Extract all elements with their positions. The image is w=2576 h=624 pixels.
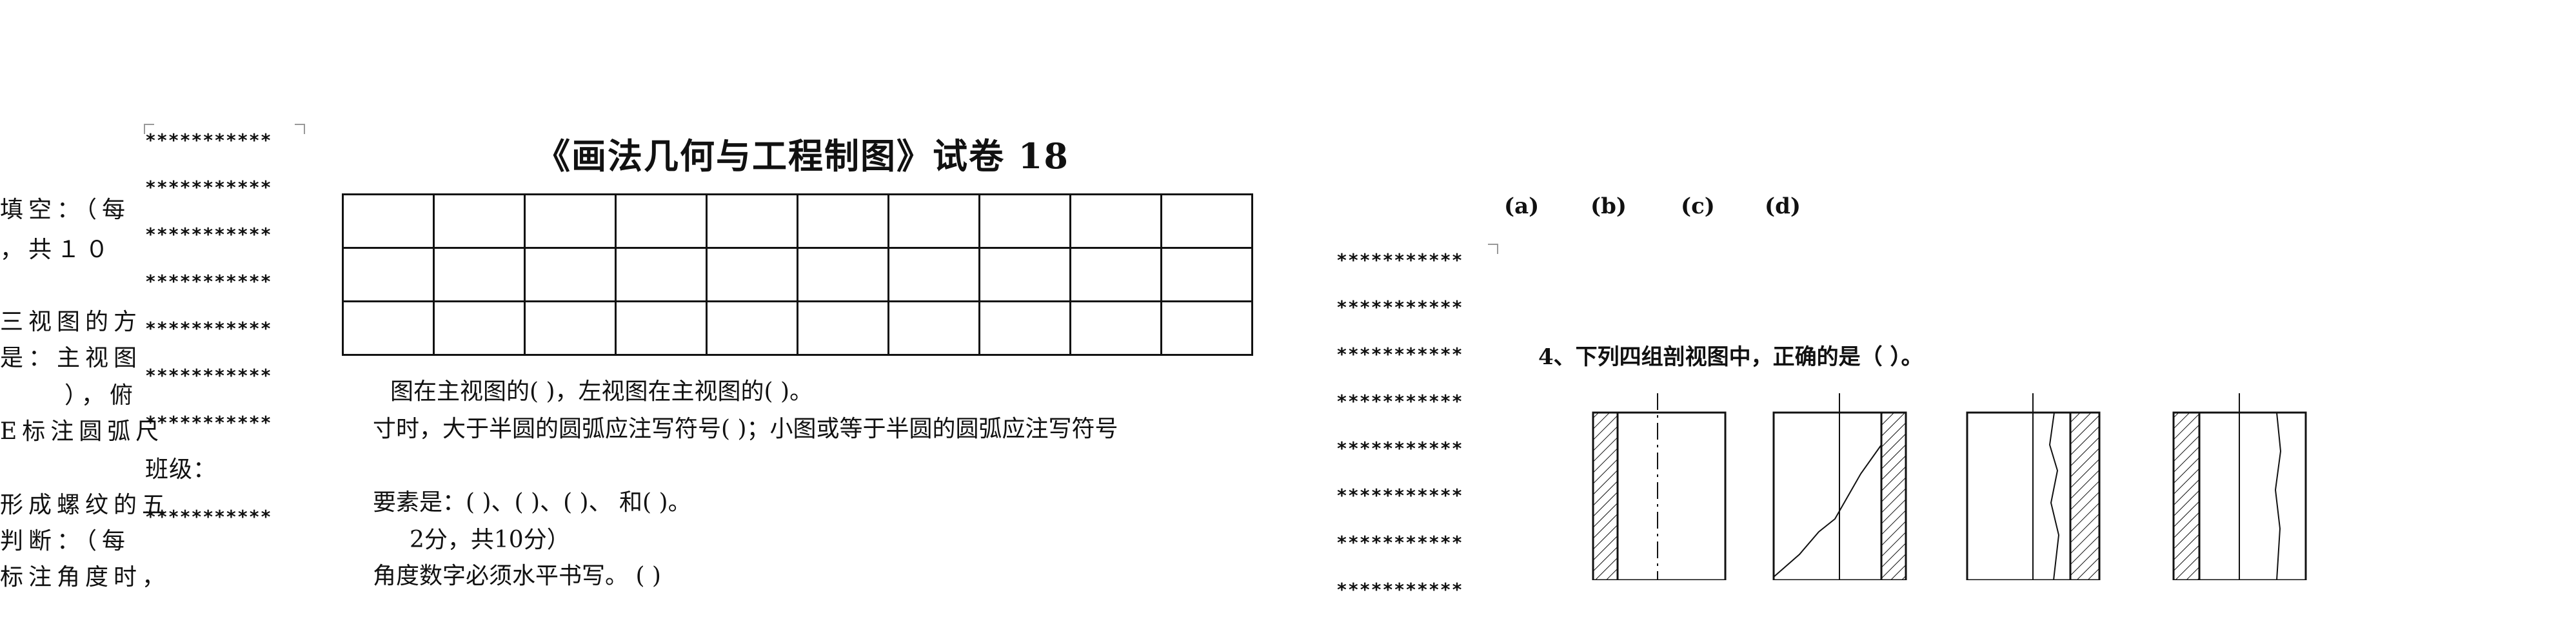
- question-line-4: 2分，共10分）: [410, 527, 570, 553]
- exam-title: 《画法几何与工程制图》试卷 18: [535, 135, 1069, 177]
- star-row: ***********: [1336, 532, 1463, 553]
- question-line-5: 角度数字必须水平书写。 ( ): [373, 563, 661, 589]
- score-cell[interactable]: [1069, 193, 1162, 249]
- binding-stars-right: *********** *********** *********** ****…: [1336, 244, 1498, 624]
- score-cell[interactable]: [524, 193, 617, 249]
- cutoff-line-3: 三视图的方: [0, 309, 143, 335]
- cutoff-line-7: 形成螺纹的五: [0, 492, 171, 518]
- star-row: ***********: [1336, 391, 1463, 412]
- star-row: ***********: [1336, 438, 1463, 459]
- corner-mark-right: [1488, 244, 1498, 254]
- star-row: ***********: [1336, 485, 1463, 506]
- score-cell[interactable]: [706, 247, 798, 302]
- score-cell[interactable]: [615, 193, 708, 249]
- score-cell[interactable]: [433, 193, 526, 249]
- section-figure-a[interactable]: [1592, 393, 1727, 580]
- cutoff-line-2: ，共１０: [0, 237, 114, 263]
- score-cell[interactable]: [887, 300, 980, 356]
- star-row: ***********: [1336, 249, 1463, 271]
- class-label-row: 班级：: [145, 457, 306, 504]
- score-cell[interactable]: [342, 193, 435, 249]
- option-d-label: (d): [1765, 193, 1801, 219]
- score-cell[interactable]: [887, 247, 980, 302]
- score-row: [342, 300, 1253, 356]
- section-figure-d[interactable]: [2172, 393, 2307, 580]
- star-row: ***********: [145, 177, 272, 198]
- star-row: ***********: [1336, 579, 1463, 600]
- score-cell[interactable]: [524, 247, 617, 302]
- section-figure-b[interactable]: [1772, 393, 1907, 580]
- star-row: ***********: [145, 271, 272, 292]
- score-cell[interactable]: [615, 300, 708, 356]
- score-cell[interactable]: [1160, 247, 1253, 302]
- star-row: ***********: [1336, 297, 1463, 318]
- score-table: [342, 193, 1253, 356]
- star-row: ***********: [145, 224, 272, 245]
- score-cell[interactable]: [797, 193, 889, 249]
- score-cell[interactable]: [978, 300, 1071, 356]
- star-row: ***********: [145, 318, 272, 339]
- cutoff-line-4: 是：主视图: [0, 345, 143, 371]
- score-cell[interactable]: [342, 300, 435, 356]
- score-cell[interactable]: [887, 193, 980, 249]
- score-cell[interactable]: [797, 300, 889, 356]
- score-cell[interactable]: [524, 300, 617, 356]
- binding-stars-left: *********** *********** *********** ****…: [144, 124, 306, 551]
- star-row: ***********: [145, 365, 272, 386]
- score-cell[interactable]: [1160, 300, 1253, 356]
- question-4-text: 4、下列四组剖视图中，正确的是（ ）。: [1538, 344, 1923, 370]
- corner-mark-right: [295, 124, 305, 134]
- star-row: ***********: [145, 412, 272, 433]
- section-figure-c[interactable]: [1966, 393, 2101, 580]
- option-b-label: (b): [1590, 193, 1627, 219]
- cutoff-line-5: ），俯: [64, 382, 139, 409]
- score-cell[interactable]: [1160, 193, 1253, 249]
- score-cell[interactable]: [978, 193, 1071, 249]
- star-row: ***********: [1336, 344, 1463, 365]
- score-row: [342, 193, 1253, 249]
- cutoff-line-1: 填空：（每: [0, 197, 131, 223]
- section-view-figures: [1592, 393, 2307, 580]
- cutoff-line-8: 判断：（每: [0, 528, 131, 554]
- score-cell[interactable]: [433, 247, 526, 302]
- score-cell[interactable]: [706, 300, 798, 356]
- option-c-label: (c): [1681, 193, 1715, 219]
- class-label: 班级：: [145, 456, 217, 483]
- score-cell[interactable]: [615, 247, 708, 302]
- cutoff-line-6: E标注圆弧尺: [0, 418, 164, 445]
- star-row: ***********: [145, 506, 272, 527]
- cutoff-line-9: 标注角度时，: [0, 564, 171, 590]
- score-cell[interactable]: [978, 247, 1071, 302]
- score-cell[interactable]: [342, 247, 435, 302]
- question-line-2: 寸时，大于半圆的圆弧应注写符号( )；小图或等于半圆的圆弧应注写符号: [373, 416, 1118, 442]
- question-line-1: 图在主视图的( )，左视图在主视图的( )。: [390, 378, 813, 405]
- score-cell[interactable]: [433, 300, 526, 356]
- score-row: [342, 247, 1253, 302]
- corner-mark-left: [144, 124, 154, 134]
- score-cell[interactable]: [1069, 247, 1162, 302]
- score-cell[interactable]: [1069, 300, 1162, 356]
- question-line-3: 要素是：( )、( )、( )、 和( )。: [373, 489, 691, 516]
- score-cell[interactable]: [797, 247, 889, 302]
- option-a-label: (a): [1504, 193, 1540, 219]
- score-cell[interactable]: [706, 193, 798, 249]
- star-row: ***********: [145, 130, 272, 151]
